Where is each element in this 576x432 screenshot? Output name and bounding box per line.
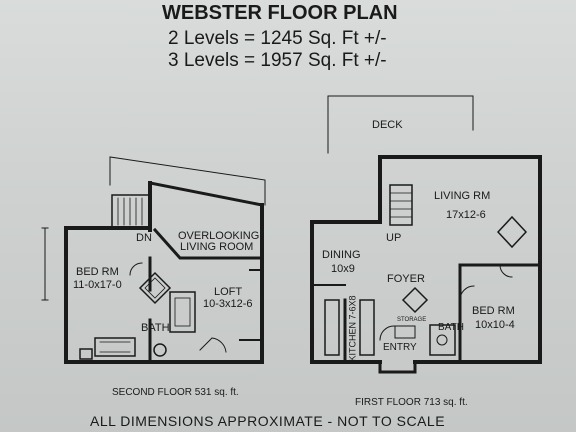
second-floor-caption: SECOND FLOOR 531 sq. ft. [112, 387, 239, 398]
first-bath-label: BATH [438, 322, 464, 333]
second-bed-dims: 11-0x17-0 [73, 279, 122, 291]
plan-title: WEBSTER FLOOR PLAN [162, 2, 398, 24]
overlooking-label-2: LIVING ROOM [180, 241, 254, 253]
foyer-label: FOYER [387, 273, 425, 285]
kitchen-label: KITCHEN 7-6X8 [347, 295, 358, 362]
first-bed-dims: 10x10-4 [475, 319, 515, 331]
loft-dims: 10-3x12-6 [203, 298, 253, 310]
disclaimer: ALL DIMENSIONS APPROXIMATE - NOT TO SCAL… [90, 413, 446, 429]
first-floor-plan [310, 95, 542, 374]
first-floor-caption: FIRST FLOOR 713 sq. ft. [355, 397, 468, 408]
dining-name: DINING [322, 249, 361, 261]
second-bath-label: BATH [141, 322, 170, 334]
living-name: LIVING RM [434, 190, 491, 202]
second-bed-name: BED RM [76, 266, 119, 278]
storage-label: STORAGE [397, 317, 427, 323]
dining-dims: 10x9 [331, 263, 355, 275]
two-levels-area: 2 Levels = 1245 Sq. Ft +/- [168, 28, 387, 49]
deck-label: DECK [372, 119, 403, 131]
loft-name: LOFT [214, 286, 243, 298]
entry-label: ENTRY [383, 342, 417, 353]
three-levels-area: 3 Levels = 1957 Sq. Ft +/- [168, 50, 387, 71]
second-floor-plan [41, 156, 266, 364]
up-label: UP [386, 232, 402, 244]
dn-label: DN [136, 232, 152, 244]
first-bed-name: BED RM [472, 305, 515, 317]
overlooking-label-1: OVERLOOKING [178, 230, 260, 242]
living-dims: 17x12-6 [446, 209, 486, 221]
